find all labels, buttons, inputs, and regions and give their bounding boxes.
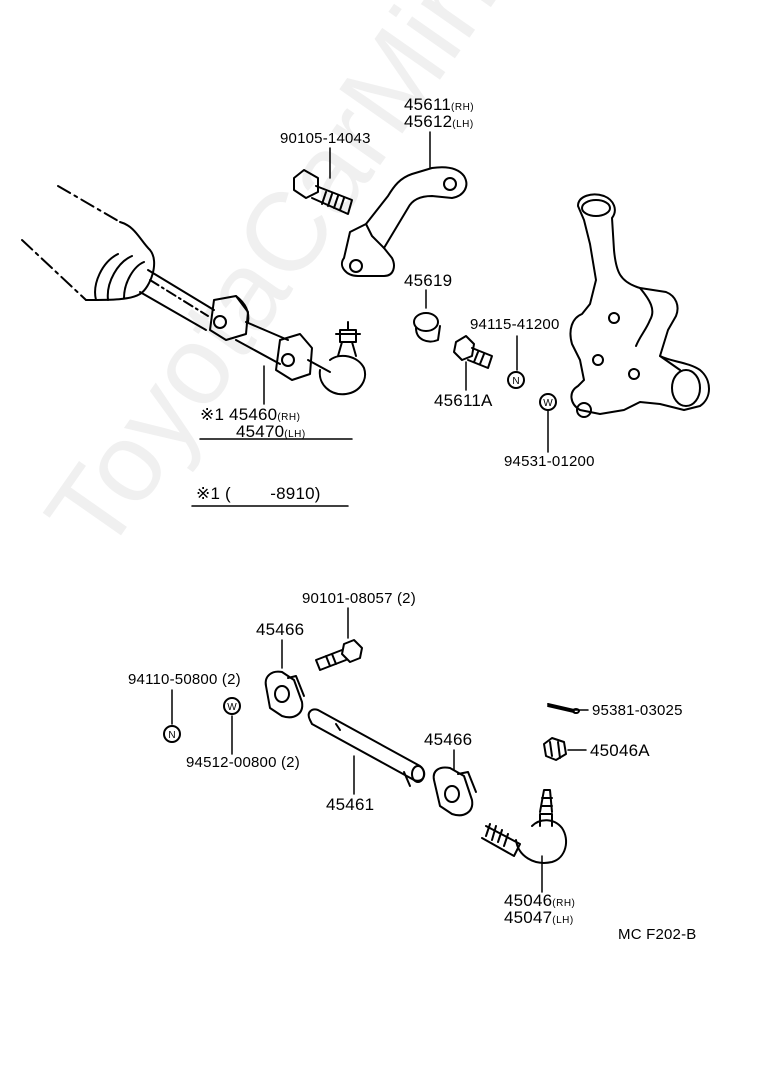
label-bolt-clamp: 90101-08057 (2) <box>302 590 416 607</box>
symbol-washer-top-letter: W <box>543 398 553 409</box>
steering-knuckle <box>569 193 710 418</box>
label-bushing: 45619 <box>404 271 453 290</box>
label-cotter-pin: 95381-03025 <box>592 702 683 719</box>
bolt-clamp <box>315 639 363 671</box>
label-castle-nut: 45046A <box>590 741 650 760</box>
drawing-code: MC F202-B <box>618 926 697 943</box>
label-washer-clamp: 94512-00800 (2) <box>186 754 300 771</box>
adjusting-tube <box>307 708 426 787</box>
label-idler-arm-lh: 45612(LH) <box>404 112 474 131</box>
idler-arm <box>340 166 468 277</box>
label-production-note: ※1 ( -8910) <box>196 484 321 503</box>
bolt-top <box>293 169 353 215</box>
symbol-nut-top-letter: N <box>512 376 519 387</box>
bushing <box>413 312 441 343</box>
symbol-washer-clamp <box>223 697 241 715</box>
clamp-left <box>264 670 305 719</box>
castle-nut <box>543 737 567 761</box>
label-clamp-left: 45466 <box>256 620 305 639</box>
tie-rod-end <box>481 789 568 864</box>
label-washer-top: 94531-01200 <box>504 453 595 470</box>
symbol-nut-top <box>507 371 525 389</box>
relay-rod-boot <box>21 185 215 331</box>
label-bolt-top: 90105-14043 <box>280 130 371 147</box>
label-tie-rod-end-lh: 45047(LH) <box>504 908 574 927</box>
label-idler-bolt-a: 45611A <box>434 391 493 410</box>
leader-lines <box>171 131 589 893</box>
label-clamp-right: 45466 <box>424 730 473 749</box>
symbol-nut-clamp-letter: N <box>168 730 175 741</box>
symbol-washer-top <box>539 393 557 411</box>
label-adjust-tube: 45461 <box>326 795 375 814</box>
cotter-pin <box>547 703 580 714</box>
label-idler-arm-rh: 45611(RH) <box>404 95 475 114</box>
label-nut-clamp: 94110-50800 (2) <box>128 671 241 688</box>
label-bolt-idler: 94115-41200 <box>470 316 560 333</box>
bolt-idler <box>453 335 493 369</box>
symbol-nut-clamp <box>163 725 181 743</box>
label-tie-rod-end-rh: 45046(RH) <box>504 891 576 910</box>
clamp-right <box>432 766 477 817</box>
symbol-washer-clamp-letter: W <box>227 702 237 713</box>
tie-rod-assembly <box>209 295 366 396</box>
label-tie-rod-assy-rh: ※1 45460(RH) <box>200 405 301 424</box>
label-tie-rod-assy-lh: 45470(LH) <box>236 422 306 441</box>
